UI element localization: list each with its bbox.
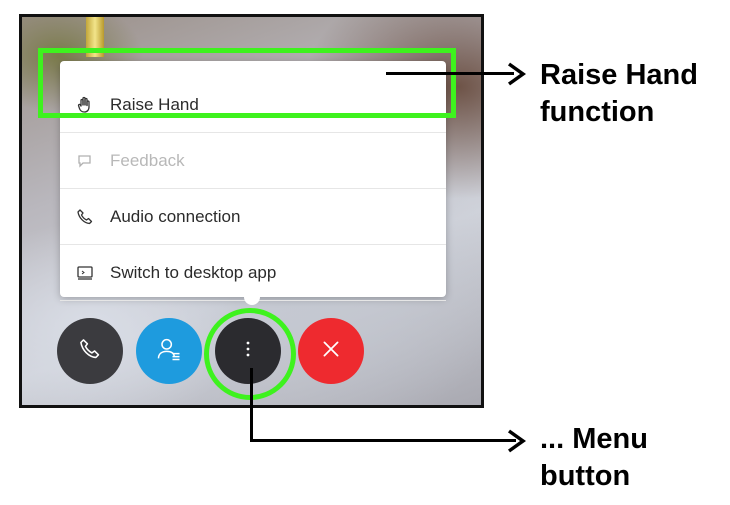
raise-hand-highlight <box>38 48 456 118</box>
menu-arrowhead-icon <box>507 429 527 453</box>
menu-arrow-horizontal-line <box>250 439 516 442</box>
menu-pointer <box>244 289 260 305</box>
raise-hand-icon <box>74 94 96 116</box>
menu-item-audio-connection[interactable]: Audio connection <box>60 189 446 245</box>
more-options-menu: Raise Hand Feedback Audio connection <box>60 61 446 305</box>
close-icon <box>320 338 342 365</box>
annotation-text: ... Menu <box>540 423 648 455</box>
raise-hand-arrowhead-icon <box>507 62 527 86</box>
annotation-text: function <box>540 96 655 128</box>
menu-item-label: Feedback <box>110 150 185 170</box>
menu-item-feedback[interactable]: Feedback <box>60 133 446 189</box>
desktop-icon <box>74 262 96 284</box>
menu-item-label: Switch to desktop app <box>110 262 277 282</box>
raise-hand-arrow-line <box>386 72 514 75</box>
menu-item-label: Audio connection <box>110 206 241 226</box>
participants-button[interactable] <box>136 318 202 384</box>
phone-icon <box>74 206 96 228</box>
audio-button[interactable] <box>57 318 123 384</box>
annotation-text: Raise Hand <box>540 59 698 91</box>
background-object <box>86 17 104 57</box>
participants-icon <box>155 335 183 368</box>
raise-hand-annotation: Raise Hand function <box>540 57 698 131</box>
leave-meeting-button[interactable] <box>298 318 364 384</box>
phone-icon <box>77 336 103 367</box>
annotation-text: button <box>540 460 631 492</box>
menu-item-raise-hand[interactable]: Raise Hand <box>60 77 446 133</box>
menu-button-annotation: ... Menu button <box>540 421 648 495</box>
menu-arrow-vertical-line <box>250 368 253 442</box>
feedback-icon <box>74 150 96 172</box>
menu-item-label: Raise Hand <box>110 94 199 114</box>
